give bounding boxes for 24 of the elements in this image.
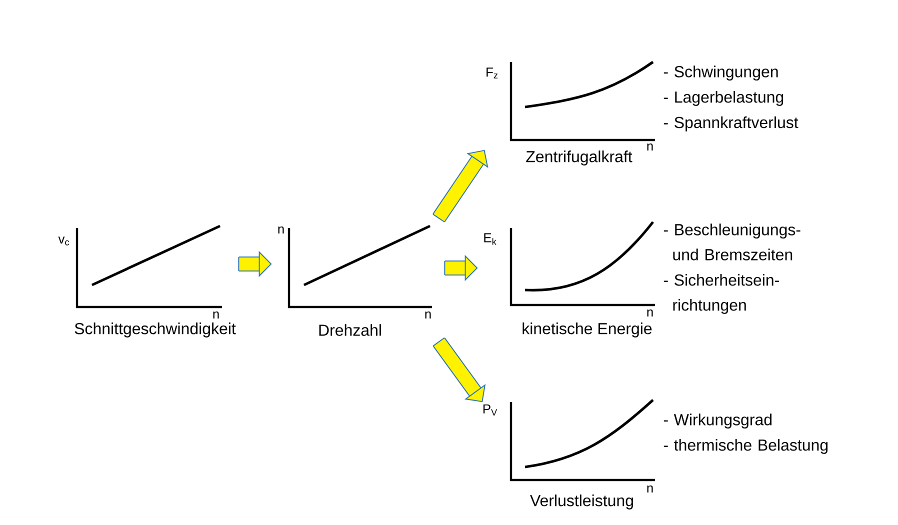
axis-label: n xyxy=(647,310,653,316)
block-arrow xyxy=(432,337,486,402)
chart-caption: kinetische Energie xyxy=(522,322,652,338)
chart-caption: Zentrifugalkraft xyxy=(526,150,632,166)
axis-label: F$_{z}$ xyxy=(486,68,498,78)
axis-label: n xyxy=(278,226,284,234)
axis-label: P$_{V}$ xyxy=(483,404,498,416)
chart-caption: Schnittgeschwindigkeit xyxy=(74,322,236,338)
bullet-item: - Wirkungsgrad xyxy=(664,414,772,429)
chart-caption: Verlustleistung xyxy=(530,494,633,510)
bullet-item: - Sicherheitsein- richtungen xyxy=(664,274,779,314)
axis-label: n xyxy=(425,312,431,318)
chart-caption: Drehzahl xyxy=(319,324,381,336)
block-arrow xyxy=(432,150,488,222)
bullet-item: - Spannkraftverlust xyxy=(664,116,798,132)
bullet-item: - Lagerbelastung xyxy=(664,91,784,106)
axis-label: n xyxy=(647,144,653,150)
axis-label: n xyxy=(213,312,219,318)
axis-label: n xyxy=(647,486,653,492)
axis-label: E$_{k}$ xyxy=(484,233,496,245)
axis-label: v$_{c}$ xyxy=(58,236,70,246)
bullet-item: - Schwingungen xyxy=(664,66,778,81)
bullet-item: - Beschleunigungs- und Bremszeiten xyxy=(664,224,800,260)
bullet-item: - thermische Belastung xyxy=(664,439,828,454)
